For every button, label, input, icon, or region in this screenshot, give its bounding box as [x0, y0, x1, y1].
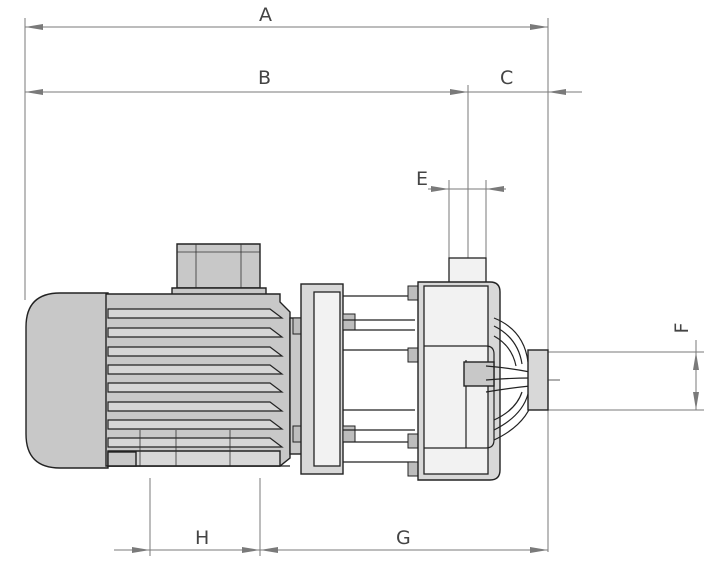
dimension-f: F	[548, 323, 704, 411]
dimension-g: G	[260, 527, 548, 553]
terminal-box	[176, 243, 261, 289]
motor-end-cap	[25, 292, 109, 469]
inlet-pipe	[527, 349, 549, 411]
volute-ribs	[485, 317, 535, 441]
dimension-h: H	[114, 478, 261, 556]
dimension-h-label: H	[195, 527, 209, 549]
dimension-c-label: C	[500, 67, 513, 89]
pump-head	[407, 257, 560, 481]
dimension-e-label: E	[416, 168, 428, 190]
dimension-b-label: B	[258, 67, 271, 89]
cooling-fins	[107, 308, 284, 448]
motor	[25, 243, 291, 469]
dimension-f-label: F	[671, 323, 693, 334]
dimension-a: A	[24, 4, 549, 552]
dimension-a-label: A	[259, 4, 272, 26]
dimension-b: B	[25, 67, 468, 95]
dimension-g-label: G	[396, 527, 411, 549]
dimension-c: C	[467, 67, 582, 258]
dimension-e: E	[416, 168, 506, 258]
coupling-flange	[289, 283, 415, 475]
